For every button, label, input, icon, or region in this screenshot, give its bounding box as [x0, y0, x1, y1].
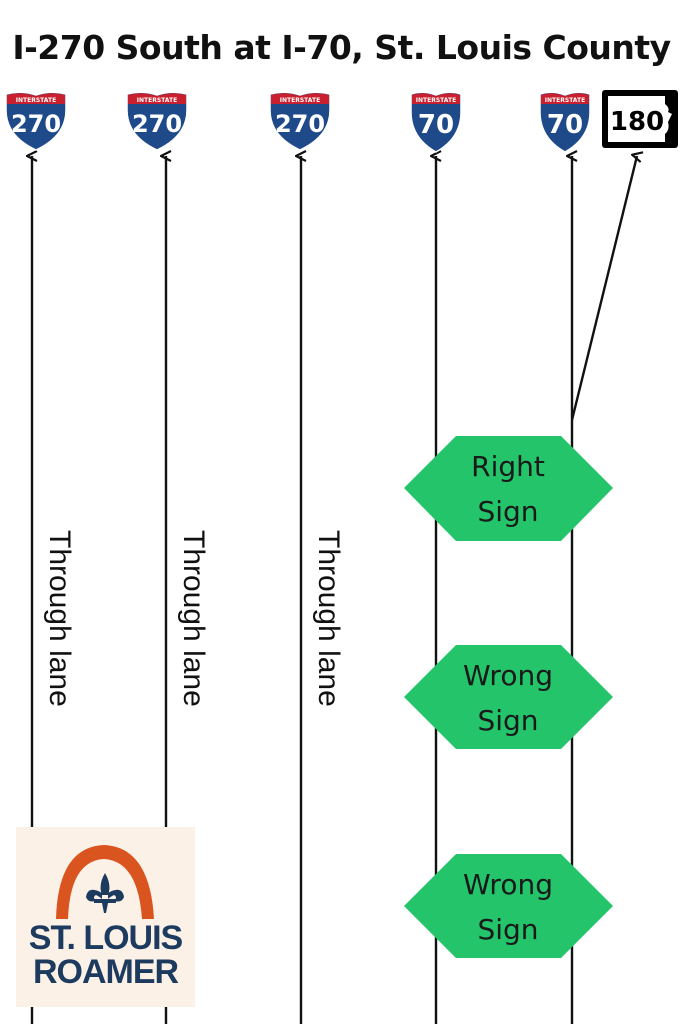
interstate-shield-2: INTERSTATE 270	[126, 91, 188, 151]
interstate-shield-4: INTERSTATE 70	[410, 91, 462, 153]
shield-5-number: 70	[547, 110, 583, 140]
shield-2-number: 270	[132, 110, 182, 138]
shield-4-number: 70	[418, 110, 454, 140]
lane-label-2: Through lane	[177, 530, 210, 707]
interstate-shield-5: INTERSTATE 70	[539, 91, 591, 153]
sign-3-line1: Wrong	[463, 868, 553, 901]
arch-fleur-icon	[56, 845, 154, 919]
sign-2-line1: Wrong	[463, 659, 553, 692]
lane-label-1: Through lane	[43, 530, 76, 707]
shield-3-top-text: INTERSTATE	[280, 97, 320, 104]
shield-1-number: 270	[11, 110, 61, 138]
shield-3-number: 270	[275, 110, 325, 138]
sign-3-line2: Sign	[477, 913, 538, 946]
sign-1-line1: Right	[471, 450, 545, 483]
sign-right: Right Sign	[404, 436, 613, 541]
interstate-shield-3: INTERSTATE 270	[269, 91, 331, 151]
route-180-number: 180	[610, 107, 664, 137]
interstate-shield-1: INTERSTATE 270	[5, 91, 67, 151]
lane-label-3: Through lane	[312, 530, 345, 707]
lane-branch-arrow	[570, 156, 637, 421]
sign-wrong-1: Wrong Sign	[404, 645, 613, 749]
sign-1-line2: Sign	[477, 495, 538, 528]
shield-2-top-text: INTERSTATE	[137, 97, 177, 104]
sign-wrong-2: Wrong Sign	[404, 854, 613, 958]
shield-4-top-text: INTERSTATE	[416, 97, 456, 104]
missouri-route-shield: 180	[602, 90, 678, 148]
shield-5-top-text: INTERSTATE	[545, 97, 585, 104]
st-louis-roamer-logo: ST. LOUIS ROAMER	[16, 827, 195, 1007]
logo-line-2: ROAMER	[32, 953, 179, 991]
page-title: I-270 South at I-70, St. Louis County	[12, 28, 671, 67]
sign-2-line2: Sign	[477, 704, 538, 737]
shield-1-top-text: INTERSTATE	[16, 97, 56, 104]
logo-line-1: ST. LOUIS	[28, 919, 183, 957]
